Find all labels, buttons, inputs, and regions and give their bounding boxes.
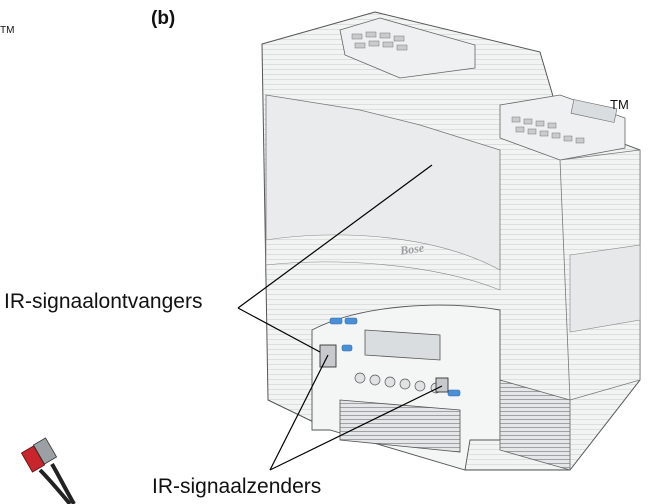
stereo-unit-illustration: Bose [261, 11, 641, 471]
ir-transmitters-label: IR-signaalzenders [152, 475, 322, 498]
trademark-left: TM [0, 25, 15, 36]
trademark-right: TM [610, 97, 629, 112]
ir-receivers-label: IR-signaalontvangers [4, 290, 203, 313]
transmitters-callout-lines [269, 354, 443, 471]
brand-logo: Bose [398, 240, 425, 257]
figure-label: (b) [151, 8, 176, 29]
rca-cable-icon [20, 437, 76, 504]
receivers-callout-lines [237, 164, 433, 353]
